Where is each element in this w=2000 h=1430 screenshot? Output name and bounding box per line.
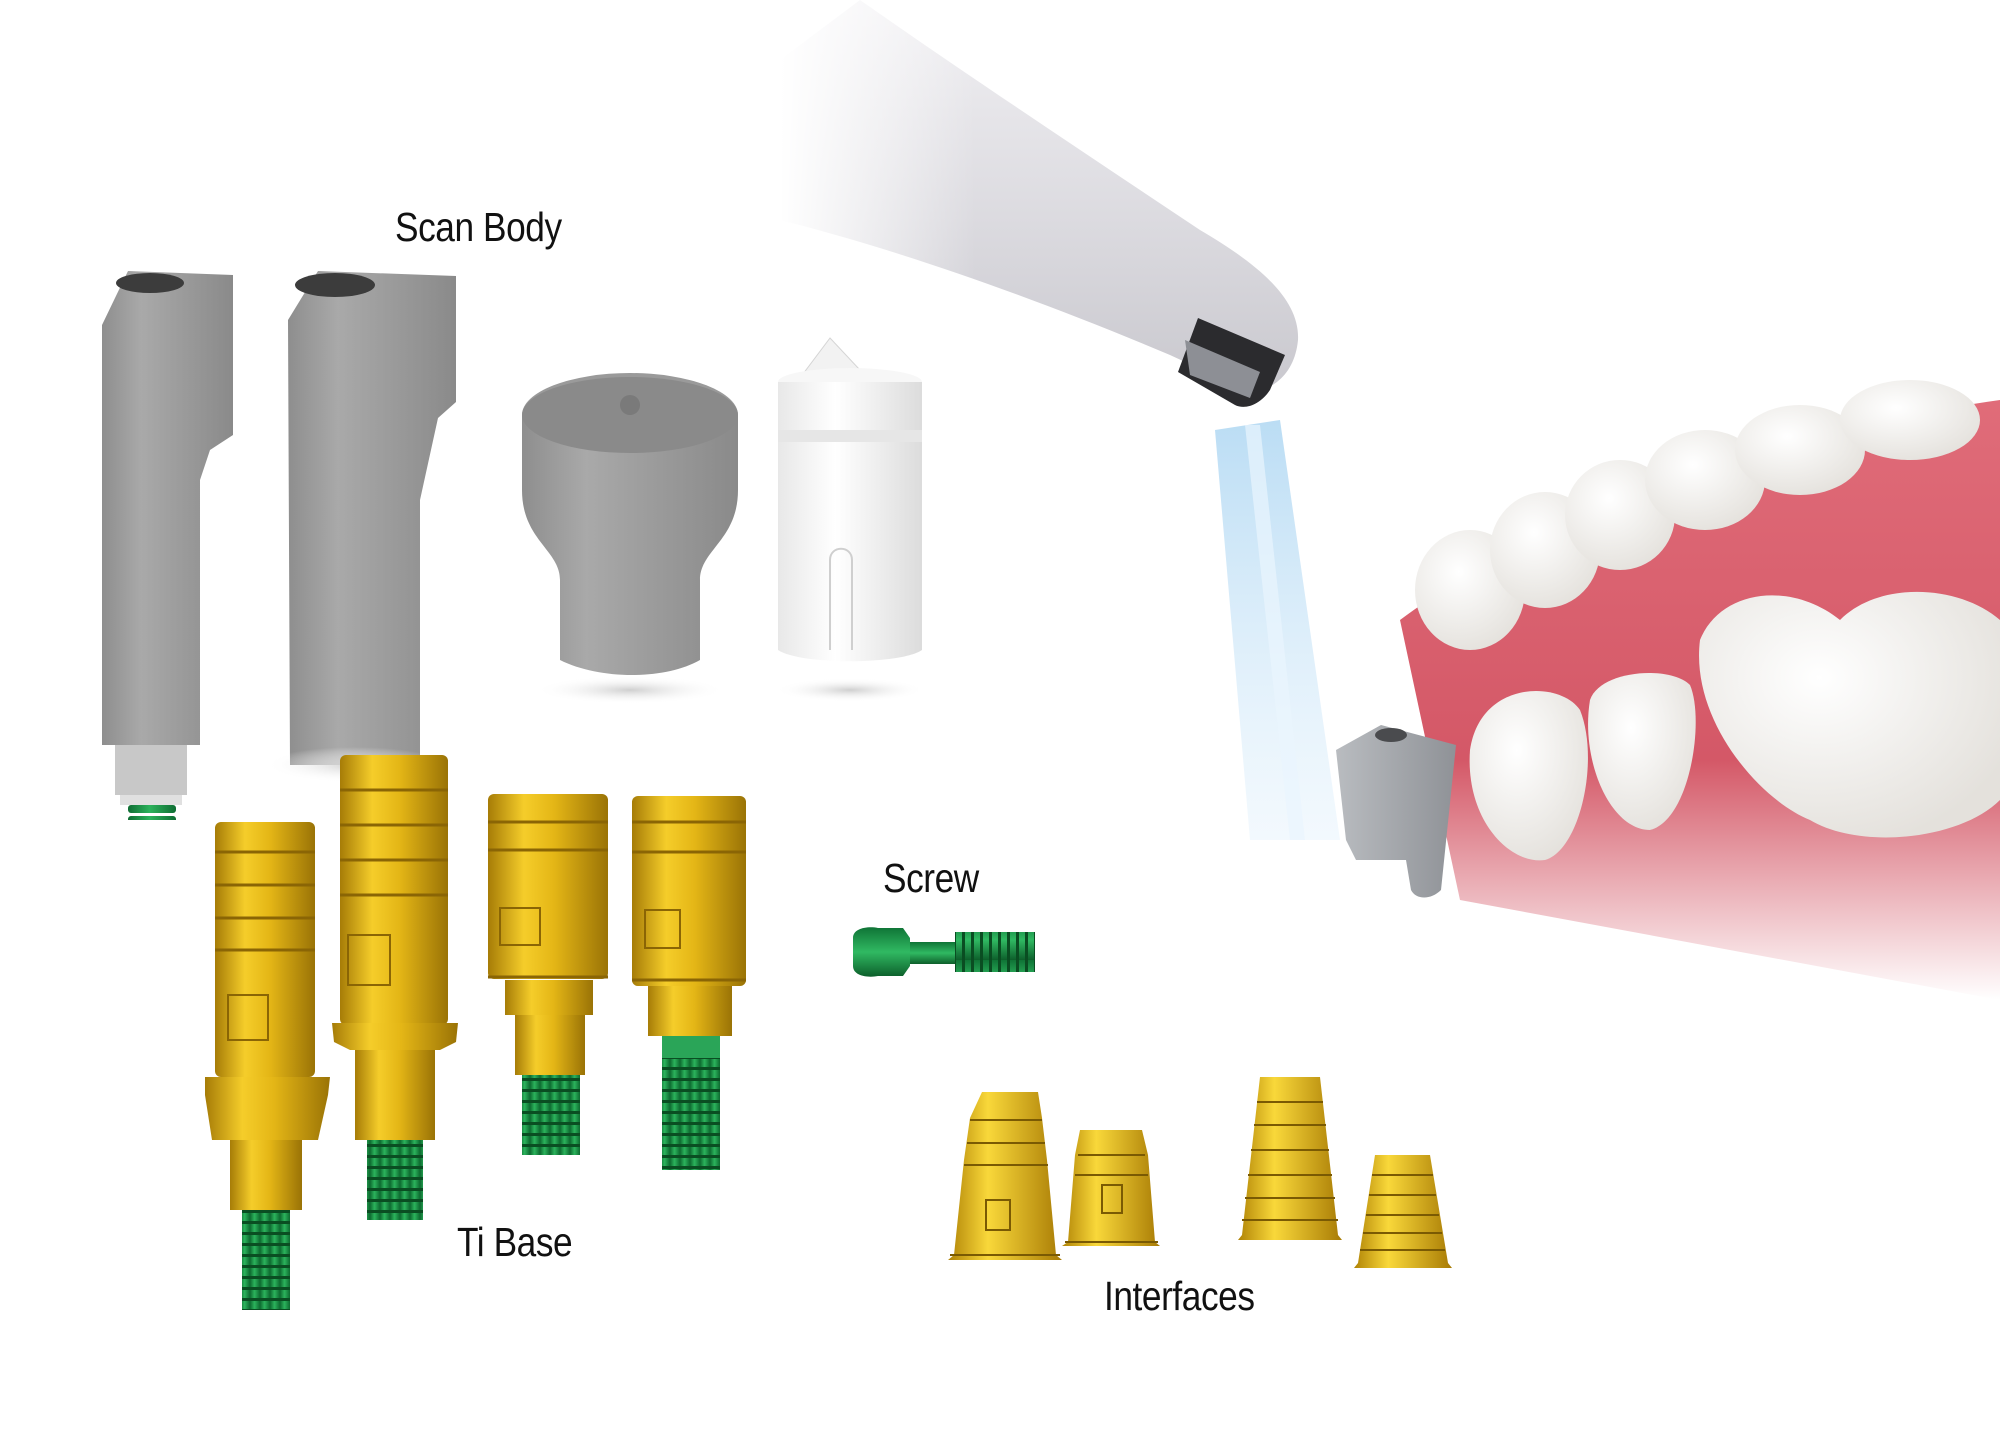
scan-light-beam	[1190, 420, 1390, 840]
scan-body-group	[102, 271, 925, 820]
dental-arch-model	[1340, 380, 2000, 1000]
interface-2	[1062, 1130, 1160, 1246]
scan-body-wide	[265, 271, 456, 783]
interface-1	[948, 1092, 1062, 1260]
ti-base-4	[632, 796, 746, 1170]
scan-body-in-mouth	[1336, 720, 1476, 900]
scan-body-long	[102, 271, 233, 820]
ti-base-label: Ti Base	[457, 1219, 573, 1265]
ti-base-2	[332, 755, 458, 1220]
interface-4	[1354, 1155, 1452, 1268]
screw-label: Screw	[883, 855, 979, 901]
scan-cap-white	[775, 337, 925, 702]
screw	[848, 920, 1038, 984]
interface-3	[1238, 1077, 1342, 1240]
scan-cap-notched	[522, 373, 738, 704]
ti-base-group	[205, 755, 746, 1310]
interfaces-label: Interfaces	[1104, 1273, 1255, 1319]
scan-body-label: Scan Body	[395, 204, 562, 250]
interfaces-group	[948, 1077, 1452, 1268]
ti-base-3	[488, 794, 608, 1155]
ti-base-1	[205, 822, 330, 1310]
